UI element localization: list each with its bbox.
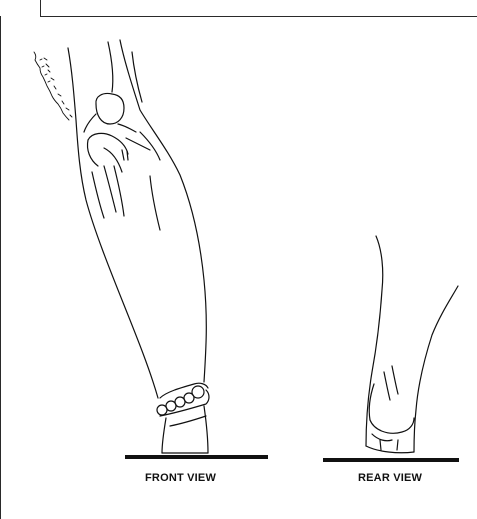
- artist-signature: [34, 52, 72, 120]
- front-view-caption: FRONT VIEW: [145, 472, 216, 484]
- rear-view-caption: REAR VIEW: [358, 472, 422, 484]
- front-view-leg: [68, 40, 209, 453]
- rear-view-leg: [366, 236, 458, 453]
- rear-ground-line: [323, 458, 459, 462]
- front-ground-line: [125, 455, 268, 459]
